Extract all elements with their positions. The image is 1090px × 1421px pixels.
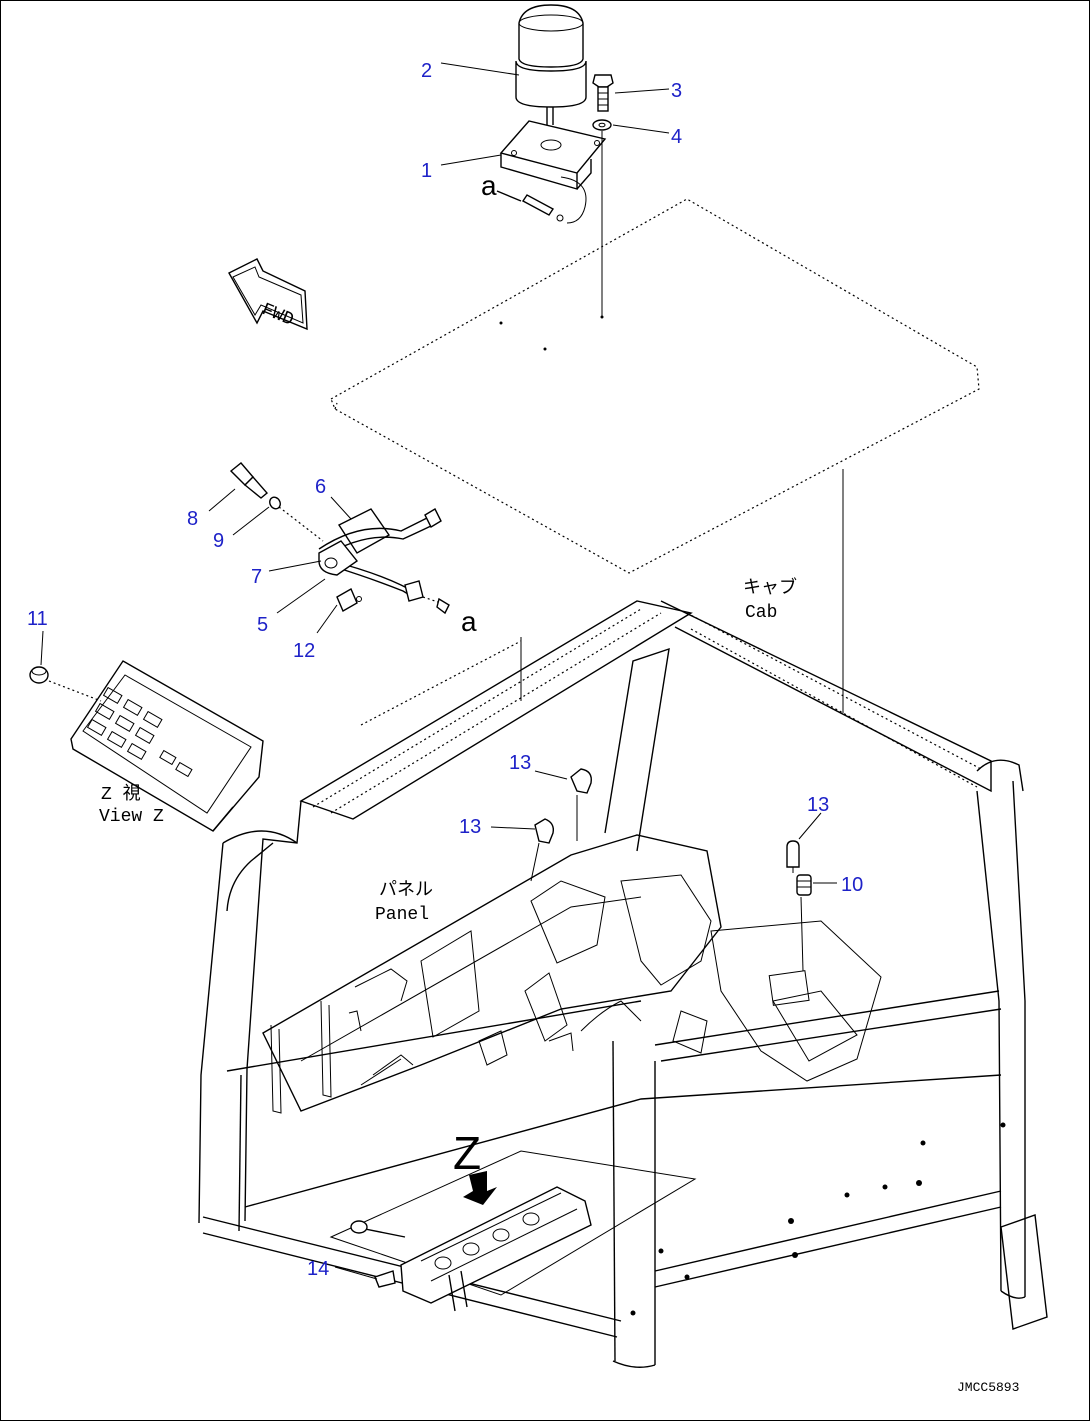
cab-label-jp: キャブ [743, 576, 797, 599]
dashboard-panel [262, 834, 882, 1114]
callout-5: 5 [257, 614, 268, 636]
cab-frame [198, 600, 1048, 1368]
callout-13-mid: 13 [509, 752, 531, 774]
callout-9: 9 [213, 530, 224, 552]
part-13-cap-left [530, 818, 555, 882]
callout-14: 14 [307, 1258, 329, 1280]
panel-label-jp: パネル [379, 880, 433, 901]
floor-switch-assembly [350, 1171, 592, 1312]
callout-13-left: 13 [459, 816, 481, 838]
callout-numbers: 2 3 4 1 6 8 9 7 5 12 11 13 13 13 10 14 [27, 60, 863, 1280]
callout-13-right: 13 [807, 794, 829, 816]
callout-3: 3 [671, 80, 682, 102]
callout-1: 1 [421, 160, 432, 182]
callout-12: 12 [293, 640, 315, 662]
cab-label-en: Cab [745, 603, 777, 623]
connection-ref-a-harness: a [461, 606, 477, 637]
washer-part-4 [592, 119, 612, 131]
z-arrow-label: Z [453, 1127, 481, 1179]
callout-6: 6 [315, 476, 326, 498]
lamp-bracket [499, 120, 607, 224]
switch-panel-view-z [29, 660, 264, 832]
beacon-lamp [515, 4, 587, 125]
part-10-connector [796, 874, 812, 896]
callout-11: 11 [27, 608, 48, 630]
callout-10: 10 [841, 874, 863, 896]
fwd-arrow-icon: FWD [228, 258, 308, 331]
cab-roof-panel [330, 198, 980, 713]
callout-2: 2 [421, 60, 432, 82]
connection-ref-a-top: a [481, 170, 497, 201]
callout-8: 8 [187, 508, 198, 530]
part-13-cap-right [786, 840, 804, 972]
callout-4: 4 [671, 126, 682, 148]
part-13-cap-mid [570, 768, 592, 841]
beacon-switch-harness [229, 462, 450, 615]
callout-leaders [40, 62, 837, 1280]
view-z-label-en: View Z [99, 807, 164, 827]
panel-label-en: Panel [375, 905, 429, 925]
mount-hole-dot [600, 315, 604, 319]
bolt-part-3 [592, 74, 614, 112]
fwd-label: FWD [259, 300, 297, 331]
ref-a-top-leader [496, 190, 522, 202]
view-z-label-jp: Z 視 [101, 783, 141, 805]
callout-7: 7 [251, 566, 262, 588]
drawing-code: JMCC5893 [957, 1380, 1019, 1395]
